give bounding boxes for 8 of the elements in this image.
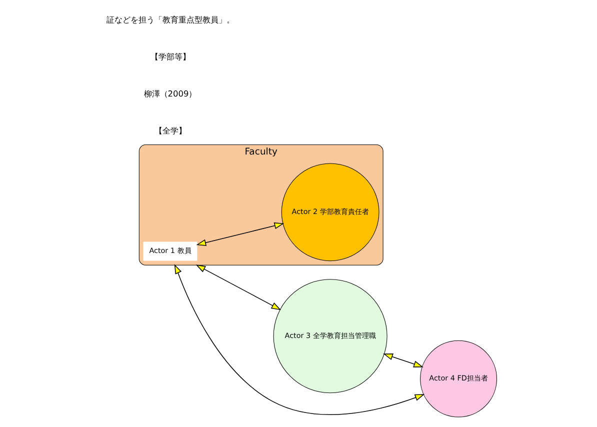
arrow <box>174 264 425 414</box>
arrow <box>196 222 284 246</box>
label: 柳澤（2009） <box>144 88 197 98</box>
arrow <box>383 353 424 367</box>
arrow <box>196 264 282 310</box>
label: 証などを担う「教育重点型教員」。 <box>106 14 234 24</box>
label: 【全学】 <box>154 124 186 135</box>
label: 【学部等】 <box>150 50 190 61</box>
